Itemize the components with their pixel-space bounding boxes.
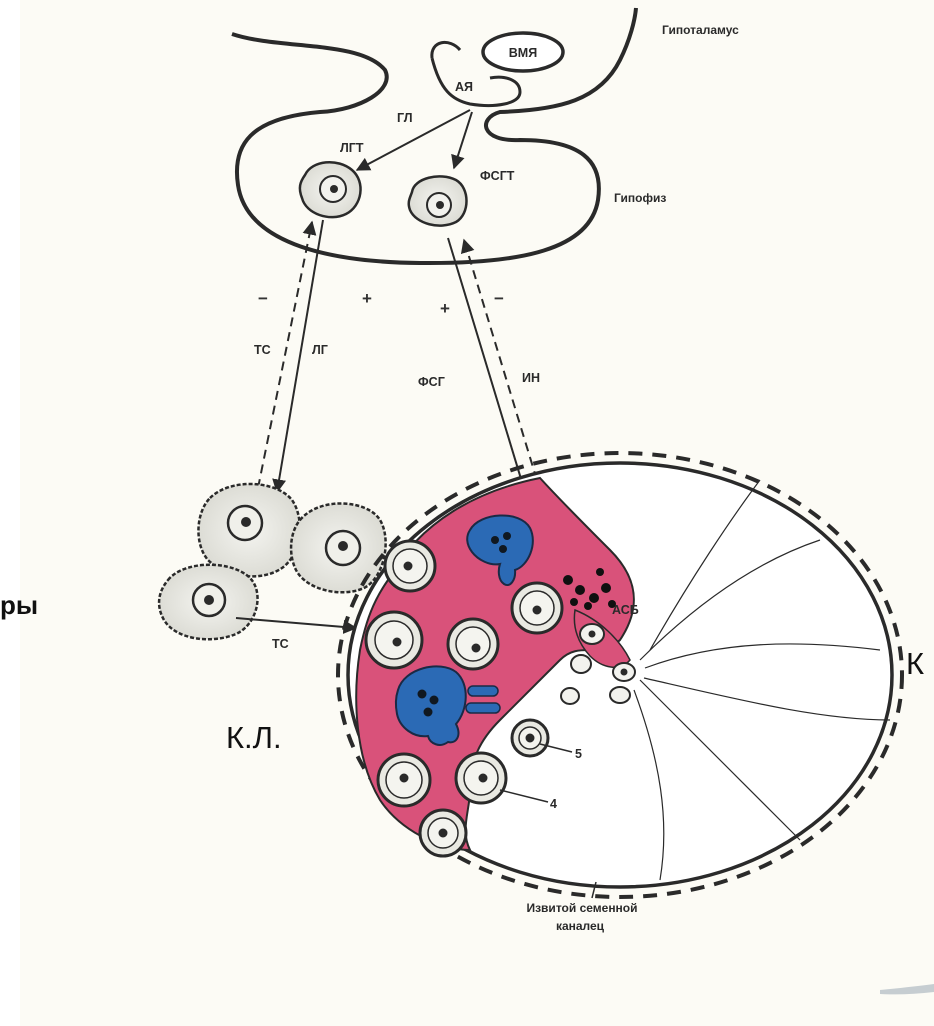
asb-label: АСБ [612, 603, 639, 617]
ts-left-label: ТС [254, 343, 271, 357]
hypothalamus-label: Гипоталамус [662, 23, 739, 37]
left-edge-cropped-label: ры [0, 590, 38, 620]
kl-label: К.Л. [226, 720, 282, 755]
fsg-label: ФСГ [418, 375, 445, 389]
minus-sign-left: − [258, 289, 268, 308]
right-edge-cropped-label: К [906, 646, 924, 681]
gl-label: ГЛ [397, 111, 413, 125]
lgt-cell [300, 162, 361, 217]
callout-4: 4 [550, 797, 557, 811]
ts-bottom-label: ТС [272, 637, 289, 651]
ayya-label: АЯ [455, 80, 473, 94]
vmya-label: ВМЯ [509, 46, 537, 60]
pituitary-label: Гипофиз [614, 191, 666, 205]
fsgt-label: ФСГТ [480, 169, 515, 183]
leydig-cell-3 [159, 565, 257, 640]
callout-5: 5 [575, 747, 582, 761]
leydig-cell-1 [198, 484, 299, 576]
lg-label: ЛГ [312, 343, 328, 357]
inh-label: ИН [522, 371, 540, 385]
tubule-caption-line2: каналец [556, 919, 605, 933]
leydig-cell-2 [291, 503, 386, 592]
lgt-label: ЛГТ [340, 141, 364, 155]
tubule-caption-line1: Извитой семенной [526, 901, 637, 915]
plus-sign-left: + [362, 289, 372, 308]
plus-sign-right: + [440, 299, 450, 318]
minus-sign-right: − [494, 289, 504, 308]
fsgt-cell [409, 176, 467, 225]
